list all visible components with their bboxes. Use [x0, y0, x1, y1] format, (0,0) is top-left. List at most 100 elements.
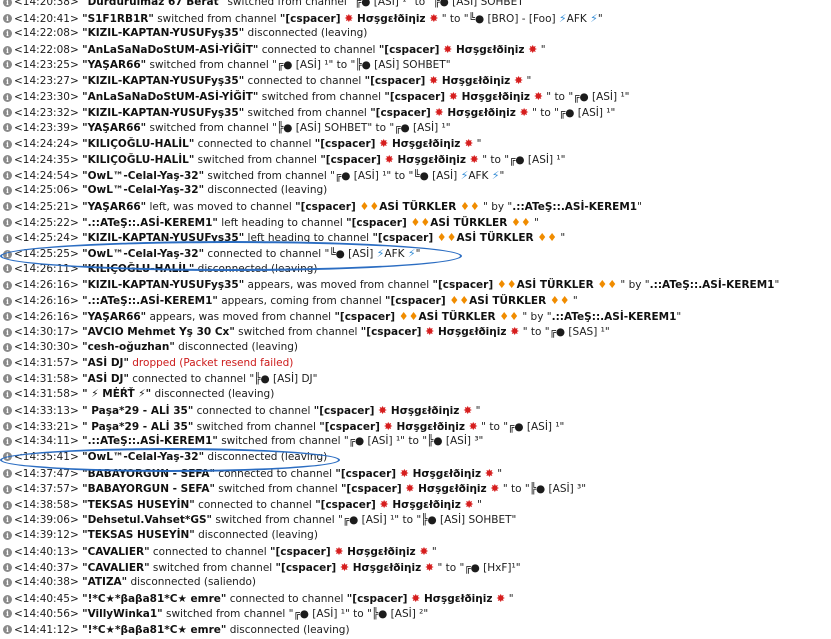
- fire-icon: ♦: [359, 199, 370, 213]
- message-text: ": [415, 248, 421, 260]
- nickname: "KILIÇOĞLU-HALİL": [82, 138, 195, 151]
- nickname: .::ATeŞ::.ASİ-KEREM1: [551, 310, 677, 323]
- nickname: ".::ATeŞ::.ASİ-KEREM1": [82, 295, 218, 308]
- message-text: ": [472, 404, 481, 417]
- nickname: .::ATeŞ::.ASİ-KEREM1: [649, 279, 775, 292]
- message-text: ": [774, 279, 780, 292]
- channel-name: "[cspacer]: [315, 499, 380, 511]
- message-text: connected to channel: [194, 499, 316, 511]
- timestamp: <14:23:30>: [14, 91, 83, 104]
- info-icon: i: [3, 436, 12, 446]
- maple-leaf-icon: ✸: [378, 403, 388, 417]
- channel-name: ASİ TÜRKLER: [379, 200, 460, 213]
- info-icon: i: [3, 515, 12, 525]
- nickname: "ASİ DJ": [82, 356, 129, 369]
- fire-icon: ♦: [597, 278, 608, 292]
- timestamp: <14:20:38>: [14, 0, 83, 8]
- message-text: switched from channel: [258, 91, 385, 104]
- message-text: " to "╔● [ASİ] ¹": [477, 420, 565, 433]
- timestamp: <14:22:08>: [14, 27, 83, 40]
- timestamp: <14:35:41>: [14, 450, 83, 463]
- nickname: "KIZIL-KAPTAN-YUSUFyş35": [82, 106, 245, 119]
- maple-leaf-icon: ✸: [384, 152, 394, 166]
- fire-icon: ♦: [549, 294, 560, 308]
- info-icon: i: [3, 14, 12, 24]
- message-text: " by ": [617, 279, 650, 292]
- maple-leaf-icon: ✸: [533, 90, 543, 104]
- maple-leaf-icon: ✸: [490, 482, 500, 496]
- message-text: " to "╔● [SAS] ¹": [519, 326, 610, 339]
- fire-icon: ♦: [398, 309, 409, 323]
- error-text: dropped (Packet resend failed): [132, 356, 294, 369]
- nickname: "BABAYORGUN - SEFA": [82, 467, 215, 480]
- channel-name: Hσşgεłðiηiz: [457, 91, 534, 104]
- message-text: connected to channel: [149, 546, 270, 559]
- fire-icon: ♦: [506, 278, 517, 292]
- lightning-icon: ⚡: [407, 247, 416, 260]
- log-row: i<14:39:12> "TEKSAS HUSEYİN" disconnecte…: [0, 528, 831, 544]
- message-text: ": [428, 546, 437, 559]
- message-text: ": [523, 75, 532, 88]
- message-text: disconnected (leaving): [194, 529, 318, 542]
- message-text: AFK: [566, 12, 591, 25]
- log-row: i<14:22:08> "AnLaSaNaDoStUM-ASİ-YİĞİT" c…: [0, 42, 831, 58]
- nickname: "AnLaSaNaDoStUM-ASİ-YİĞİT": [82, 91, 259, 104]
- log-row: i<14:25:21> "YAŞAR66" left, was moved to…: [0, 199, 831, 215]
- info-icon: i: [3, 374, 12, 383]
- message-text: disconnected (leaving): [174, 341, 298, 354]
- nickname: "S1F1RB1R": [82, 12, 154, 25]
- info-icon: i: [3, 185, 12, 195]
- info-icon: i: [3, 577, 12, 587]
- info-icon: i: [3, 92, 12, 102]
- nickname: "KIZIL-KAPTAN-YUSUFyş35": [82, 27, 245, 40]
- lightning-icon: ⚡: [558, 11, 567, 25]
- message-text: ": [493, 467, 503, 480]
- maple-leaf-icon: ✸: [379, 498, 389, 511]
- info-icon: i: [3, 358, 12, 368]
- timestamp: <14:23:25>: [14, 58, 83, 71]
- channel-name: "[cspacer]: [364, 75, 429, 88]
- maple-leaf-icon: ✸: [496, 592, 506, 606]
- channel-name: Hσşgεłðiηiz: [353, 12, 430, 25]
- log-row: i<14:31:58> "ASİ DJ" connected to channe…: [0, 372, 831, 388]
- message-text: ": [569, 295, 578, 308]
- message-text: left, was moved to channel: [146, 200, 296, 213]
- nickname: "KIZIL-KAPTAN-YUSUFyş35": [82, 279, 245, 292]
- timestamp: <14:26:11>: [14, 262, 83, 275]
- fire-icon: ♦: [547, 231, 558, 245]
- message-text: connected to channel: [193, 404, 314, 417]
- message-text: " to "╠● [ASİ] ³": [499, 483, 587, 496]
- fire-icon: ♦: [510, 215, 521, 229]
- maple-leaf-icon: ✸: [510, 325, 520, 339]
- channel-name: ASİ TÜRKLER: [469, 295, 550, 308]
- fire-icon: ♦: [410, 215, 421, 229]
- maple-leaf-icon: ✸: [383, 419, 393, 433]
- nickname: "OwL™-Celal-Yaş-32": [82, 169, 205, 182]
- log-row: i<14:25:24> "KIZIL-KAPTAN-YUSUFyş35" lef…: [0, 230, 831, 246]
- info-icon: i: [3, 123, 12, 132]
- fire-icon: ♦: [509, 309, 520, 323]
- log-row: i<14:26:16> "YAŞAR66" appears, was moved…: [0, 309, 831, 325]
- channel-name: "[cspacer]: [335, 467, 400, 480]
- timestamp: <14:22:08>: [14, 44, 83, 57]
- channel-name: "[cspacer]: [384, 91, 449, 104]
- log-row: i<14:33:13> " Paşa*29 - ALİ 35" connecte…: [0, 403, 831, 419]
- timestamp: <14:24:35>: [14, 153, 83, 166]
- channel-name: "[cspacer]: [275, 561, 340, 574]
- maple-leaf-icon: ✸: [344, 11, 354, 25]
- timestamp: <14:30:17>: [14, 326, 83, 339]
- log-row: i<14:25:22> ".::ATeŞ::.ASİ-KEREM1" left …: [0, 215, 831, 231]
- timestamp: <14:31:58>: [14, 388, 83, 401]
- maple-leaf-icon: ✸: [379, 137, 389, 151]
- message-text: ": [505, 593, 514, 606]
- channel-name: ASİ TÜRKLER: [430, 216, 511, 229]
- message-text: left heading to channel: [244, 232, 373, 245]
- channel-name: "[cspacer]: [346, 593, 412, 606]
- message-text: left heading to channel: [217, 216, 347, 229]
- lightning-icon: ⚡: [590, 11, 598, 25]
- log-row: i<14:39:06> "Dehsetul.Vahset*GS" switche…: [0, 513, 831, 529]
- log-row: i<14:34:11> ".::ATeŞ::.ASİ-KEREM1" switc…: [0, 434, 831, 450]
- lightning-icon: ⚡: [491, 168, 500, 182]
- channel-name: ASİ TÜRKLER: [456, 232, 538, 245]
- info-icon: i: [3, 155, 12, 165]
